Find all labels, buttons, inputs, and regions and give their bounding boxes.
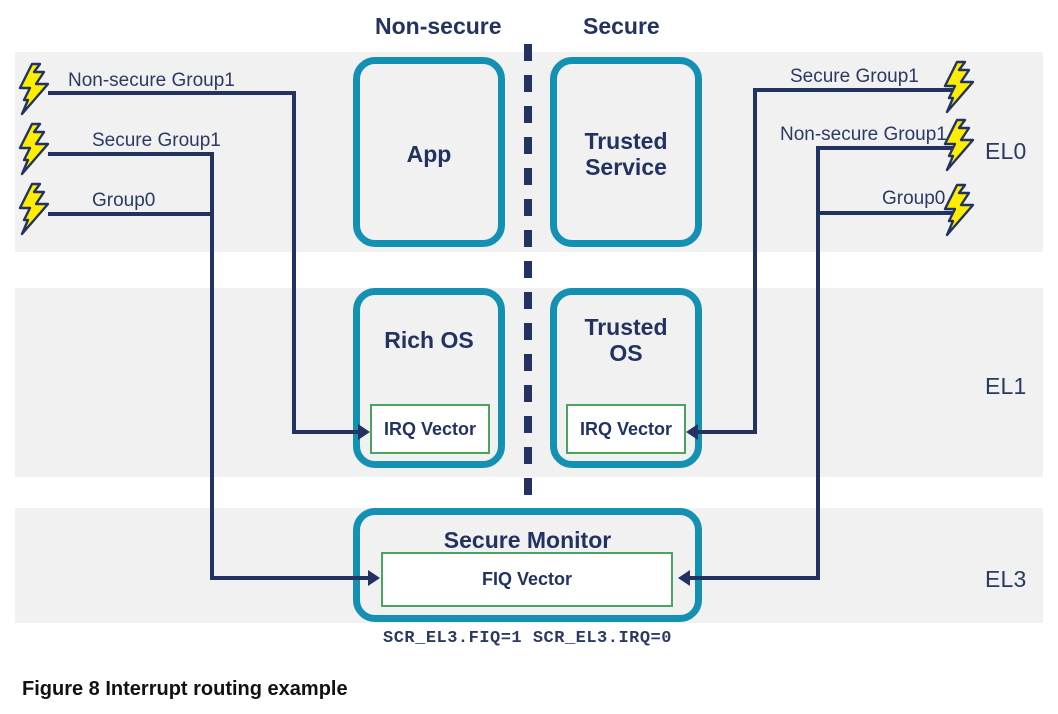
wire-s-group1-h (48, 152, 214, 156)
box-trusted-os-label-line1: Trusted (584, 314, 668, 340)
arrow-into-irq-nonsecure (358, 424, 370, 440)
label-source-group0: Group0 (92, 190, 156, 211)
arrow-into-irq-secure (686, 424, 698, 440)
wire-left-trunk-h (210, 576, 368, 580)
arrow-into-fiq-left (368, 570, 380, 586)
scr-el3-note: SCR_EL3.FIQ=1 SCR_EL3.IRQ=0 (383, 629, 672, 648)
wire-ns-group1-h2 (292, 430, 358, 434)
vector-fiq: FIQ Vector (381, 552, 673, 607)
lightning-bolt-icon (943, 183, 975, 237)
label-source-group0-right: Group0 (882, 188, 946, 209)
label-source-s-group1-right: Secure Group1 (790, 66, 919, 87)
column-header-nonsecure: Non-secure (375, 13, 502, 39)
el0-label: EL0 (985, 138, 1027, 164)
wire-left-trunk-v (210, 152, 214, 580)
label-source-ns-group1-right: Non-secure Group1 (780, 124, 947, 145)
vector-irq-nonsecure: IRQ Vector (370, 404, 490, 454)
vector-irq-secure: IRQ Vector (566, 404, 686, 454)
secure-world-divider (524, 44, 532, 628)
lightning-bolt-icon (18, 182, 50, 236)
lightning-bolt-icon (943, 60, 975, 114)
wire-right-trunk-v (816, 146, 820, 580)
figure-caption: Figure 8 Interrupt routing example (22, 678, 348, 700)
wire-s-group1-r-h1 (753, 88, 955, 92)
box-app: App (353, 57, 505, 247)
wire-s-group1-r-h2 (698, 430, 757, 434)
box-secure-monitor-label: Secure Monitor (443, 527, 612, 553)
box-trusted-service-label-line2: Service (585, 153, 667, 180)
lightning-bolt-icon (18, 62, 50, 116)
column-header-secure: Secure (583, 13, 660, 39)
wire-s-group1-r-v (753, 88, 757, 434)
wire-ns-group1-v (292, 91, 296, 434)
box-trusted-service-label-line1: Trusted (584, 128, 668, 154)
lightning-bolt-icon (18, 122, 50, 176)
box-trusted-os-label-line2: OS (609, 339, 643, 366)
box-rich-os-label: Rich OS (384, 327, 474, 353)
wire-group0-r-h (818, 211, 955, 215)
lightning-bolt-icon (943, 118, 975, 172)
label-source-ns-group1: Non-secure Group1 (68, 70, 235, 91)
el3-label: EL3 (985, 566, 1027, 592)
wire-ns-group1-r-h (818, 146, 955, 150)
el1-label: EL1 (985, 373, 1027, 399)
wire-group0-h (48, 212, 214, 216)
label-source-s-group1: Secure Group1 (92, 130, 221, 151)
wire-ns-group1-h1 (48, 91, 296, 95)
wire-right-trunk-h (690, 576, 820, 580)
arrow-into-fiq-right (678, 570, 690, 586)
box-trusted-service: Trusted Service (550, 57, 702, 247)
box-app-label: App (406, 141, 452, 167)
